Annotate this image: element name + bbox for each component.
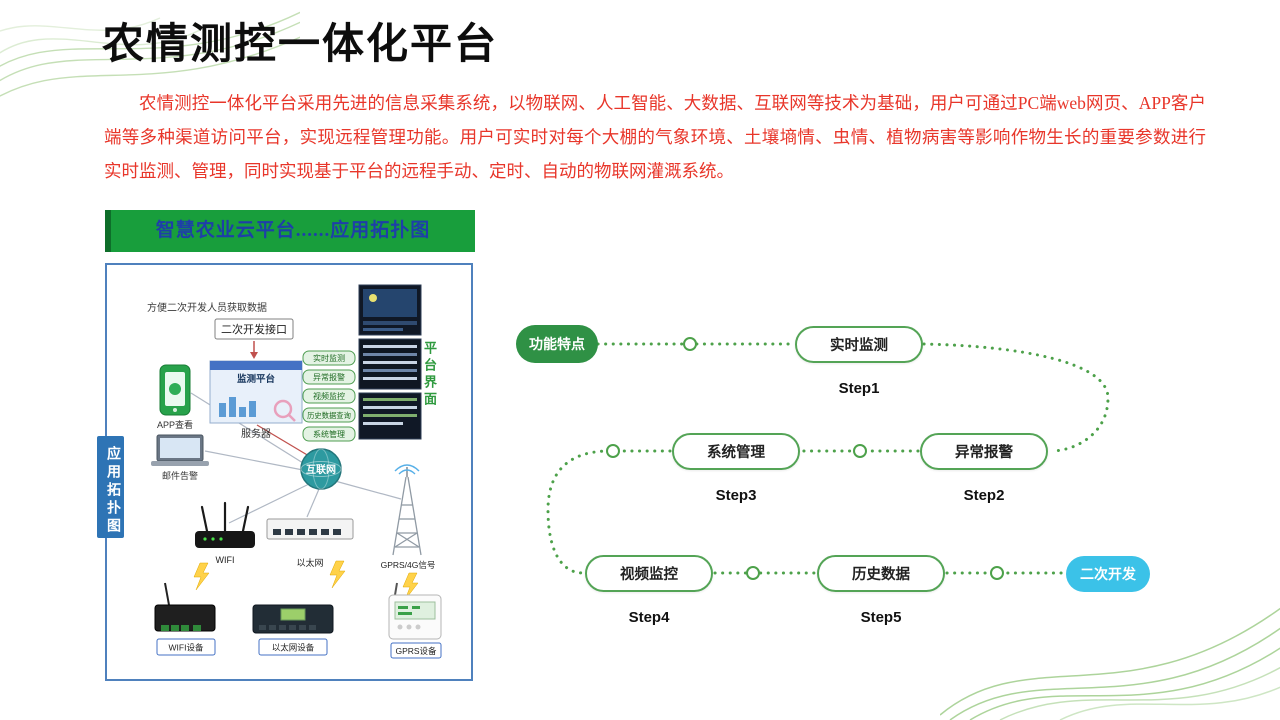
menu-item: 实时监测 (313, 353, 345, 363)
connector-step1-step2 (922, 342, 1110, 453)
step1-label: Step1 (838, 380, 880, 397)
intro-paragraph: 农情测控一体化平台采用先进的信息采集系统，以物联网、人工智能、大数据、互联网等技… (104, 93, 1206, 181)
connector-step3-step4 (546, 449, 672, 575)
phone-icon (159, 364, 191, 416)
step2-label: Step2 (963, 487, 1005, 504)
wifi-device-icon (154, 582, 216, 632)
gprs-tower-icon (392, 464, 422, 556)
monitor-screens (358, 284, 422, 440)
flow-start-node: 功能特点 (516, 325, 598, 363)
gprs-signal-label: GPRS/4G信号 (381, 560, 436, 570)
lightning-bolt-icons (193, 560, 419, 601)
flow-node-step4: 视频监控 (585, 555, 713, 592)
ethernet-device-label: 以太网设备 (272, 643, 315, 653)
page-title: 农情测控一体化平台 (102, 22, 499, 68)
connector-joints (606, 337, 1004, 580)
gprs-device-icon (388, 582, 442, 640)
flow-end-node: 二次开发 (1066, 556, 1150, 592)
step4-label: Step4 (628, 609, 670, 626)
flow-node-step3: 系统管理 (672, 433, 800, 470)
platform-menu: 实时监测 异常报警 视频监控 历史数据查询 系统管理 (302, 350, 356, 442)
menu-item: 历史数据查询 (307, 411, 351, 420)
server-internet-link (256, 424, 315, 460)
dev-interface-box (214, 318, 294, 340)
magnifier-icon (273, 399, 293, 419)
platform-ui-label: 平台界面 (422, 341, 437, 409)
dev-note-text: 方便二次开发人员获取数据 (147, 301, 267, 314)
menu-item: 系统管理 (313, 429, 345, 439)
server-screenshot: 监测平台 (209, 360, 303, 424)
platform-label: 监测平台 (237, 373, 276, 385)
ethernet-switch-icon (266, 518, 354, 540)
topology-side-label: 应用拓扑图 (97, 436, 124, 538)
flow-node-step2: 异常报警 (920, 433, 1048, 470)
wifi-device-label-box (156, 638, 216, 656)
flow-node-step5: 历史数据 (817, 555, 945, 592)
internet-globe-icon: 互联网 (300, 448, 342, 490)
internet-label: 互联网 (306, 463, 336, 476)
menu-item: 视频监控 (313, 391, 345, 401)
server-label: 服务器 (241, 427, 271, 440)
dev-interface-label: 二次开发接口 (221, 322, 287, 336)
step3-label: Step3 (715, 487, 757, 504)
ethernet-device-label-box (258, 638, 328, 656)
ethernet-device-icon (252, 604, 334, 634)
topology-header: 智慧农业云平台......应用拓扑图 (105, 210, 475, 252)
flow-node-step1: 实时监测 (795, 326, 923, 363)
arrow-down-head (250, 352, 258, 359)
gprs-device-label-box (390, 642, 442, 659)
step5-label: Step5 (860, 609, 902, 626)
feature-flowchart: 功能特点 实时监测 Step1 异常报警 Step2 系统管理 Step3 视频… (500, 300, 1180, 640)
topology-canvas: 方便二次开发人员获取数据 二次开发接口 监测平台 服务器 实时监测 (147, 284, 442, 659)
flow-connectors (546, 337, 1110, 580)
menu-item: 异常报警 (313, 372, 345, 382)
mail-alert-label: 邮件告警 (162, 470, 198, 481)
app-view-label: APP查看 (157, 419, 193, 430)
gprs-device-label: GPRS设备 (395, 646, 437, 656)
wifi-device-label: WIFI设备 (169, 643, 204, 653)
ethernet-label: 以太网 (296, 557, 323, 568)
topology-diagram: 方便二次开发人员获取数据 二次开发接口 监测平台 服务器 实时监测 (105, 263, 473, 681)
laptop-icon (151, 434, 209, 466)
wifi-router-icon (195, 501, 255, 548)
wifi-label: WIFI (216, 555, 235, 565)
